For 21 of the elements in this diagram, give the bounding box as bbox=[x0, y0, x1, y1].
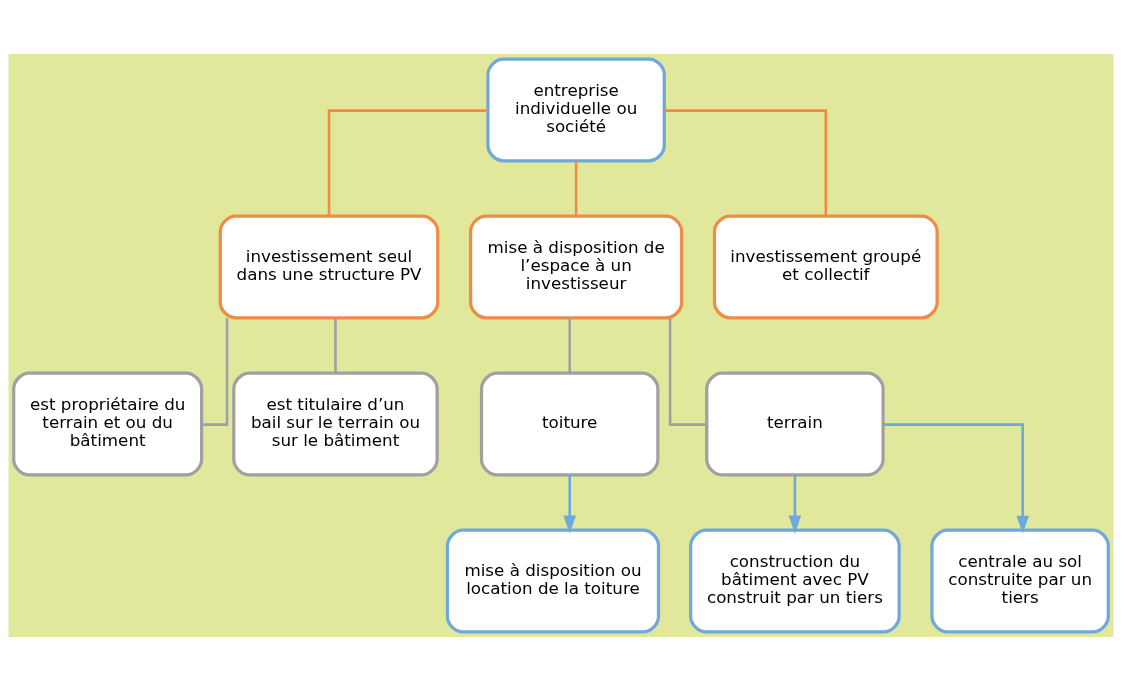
node-box: mise à disposition de l’espace à un investisseur bbox=[468, 214, 684, 320]
connector bbox=[334, 317, 337, 373]
connector bbox=[668, 318, 707, 426]
node-box: centrale au sol construite par un tiers bbox=[930, 528, 1110, 634]
connector bbox=[327, 109, 488, 216]
connector bbox=[664, 109, 828, 216]
arrow bbox=[788, 475, 802, 534]
connector bbox=[568, 317, 571, 373]
node-box: est titulaire d’un bail sur le terrain ou sur le bâtiment bbox=[232, 371, 439, 477]
arrow bbox=[563, 475, 576, 534]
node-box: toiture bbox=[479, 371, 660, 477]
node-box: investissement seul dans une structure PV bbox=[218, 214, 440, 320]
node-box: mise à disposition ou location de la toiture bbox=[445, 528, 661, 634]
connector bbox=[201, 318, 229, 426]
node-box: construction du bâtiment avec PV construit par un tiers bbox=[689, 528, 901, 634]
connector bbox=[574, 160, 578, 216]
node-box: terrain bbox=[705, 371, 885, 477]
node-box: est propriétaire du terrain et ou du bâtiment bbox=[12, 371, 204, 477]
node-box: investissement groupé et collectif bbox=[712, 214, 939, 320]
arrow bbox=[883, 423, 1030, 534]
node-box: entreprise individuelle ou société bbox=[486, 57, 666, 163]
